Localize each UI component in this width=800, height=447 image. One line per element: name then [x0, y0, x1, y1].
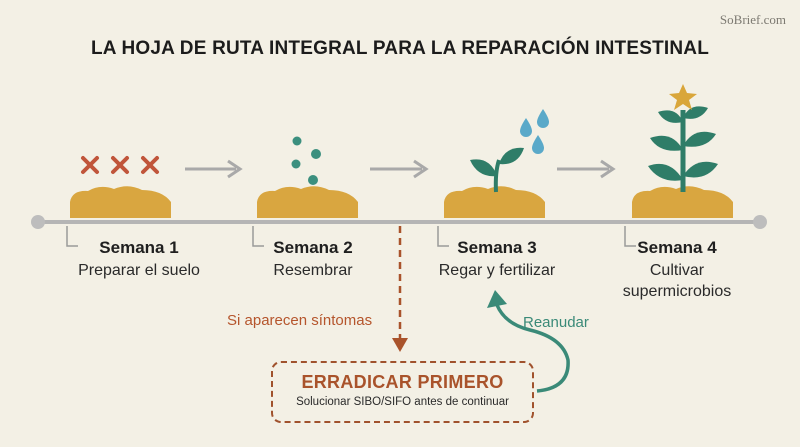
eradicate-subtitle: Solucionar SIBO/SIFO antes de continuar	[296, 396, 509, 408]
week-ticks	[66, 226, 636, 247]
eradicate-box: ERRADICAR PRIMERO Solucionar SIBO/SIFO a…	[271, 361, 534, 423]
seeds-icon	[291, 136, 321, 185]
week-description: Preparar el suelo	[78, 262, 200, 279]
star-icon	[669, 84, 697, 110]
water-drops-icon	[520, 109, 549, 154]
x-marks-icon	[81, 156, 159, 174]
progress-arrows	[185, 159, 616, 179]
week-label: Semana 2	[273, 238, 353, 257]
week-label: Semana 1	[99, 238, 179, 257]
soil-icon	[632, 186, 733, 218]
week-description: Regar y fertilizar	[438, 262, 556, 279]
plant-icon	[648, 106, 718, 192]
eradicate-title: ERRADICAR PRIMERO	[301, 372, 504, 392]
arrow-right-icon	[185, 159, 243, 179]
sprout-icon	[470, 147, 524, 193]
week-label: Semana 3	[457, 238, 537, 257]
arrow-right-icon	[370, 159, 429, 179]
arrow-right-icon	[557, 159, 616, 179]
week-3: Semana 3 Regar y fertilizar	[412, 238, 582, 281]
week-2: Semana 2 Resembrar	[228, 238, 398, 281]
symptom-branch-arrow	[392, 226, 408, 352]
soil-icon	[70, 186, 171, 218]
resume-arrow	[487, 290, 570, 393]
soil-icon	[444, 186, 545, 218]
page-title: LA HOJA DE RUTA INTEGRAL PARA LA REPARAC…	[90, 38, 710, 59]
week-description: Cultivar supermicrobios	[622, 262, 732, 300]
timeline	[31, 215, 767, 229]
resume-label: Reanudar	[523, 314, 589, 331]
week-label: Semana 4	[637, 238, 717, 257]
watermark: SoBrief.com	[719, 12, 786, 27]
week-4: Semana 4 Cultivar supermicrobios	[602, 238, 752, 302]
soil-mounds	[70, 186, 733, 218]
week-1: Semana 1 Preparar el suelo	[54, 238, 224, 281]
symptom-trigger-label: Si aparecen síntomas	[227, 312, 373, 329]
soil-icon	[257, 186, 358, 218]
week-description: Resembrar	[273, 262, 353, 279]
